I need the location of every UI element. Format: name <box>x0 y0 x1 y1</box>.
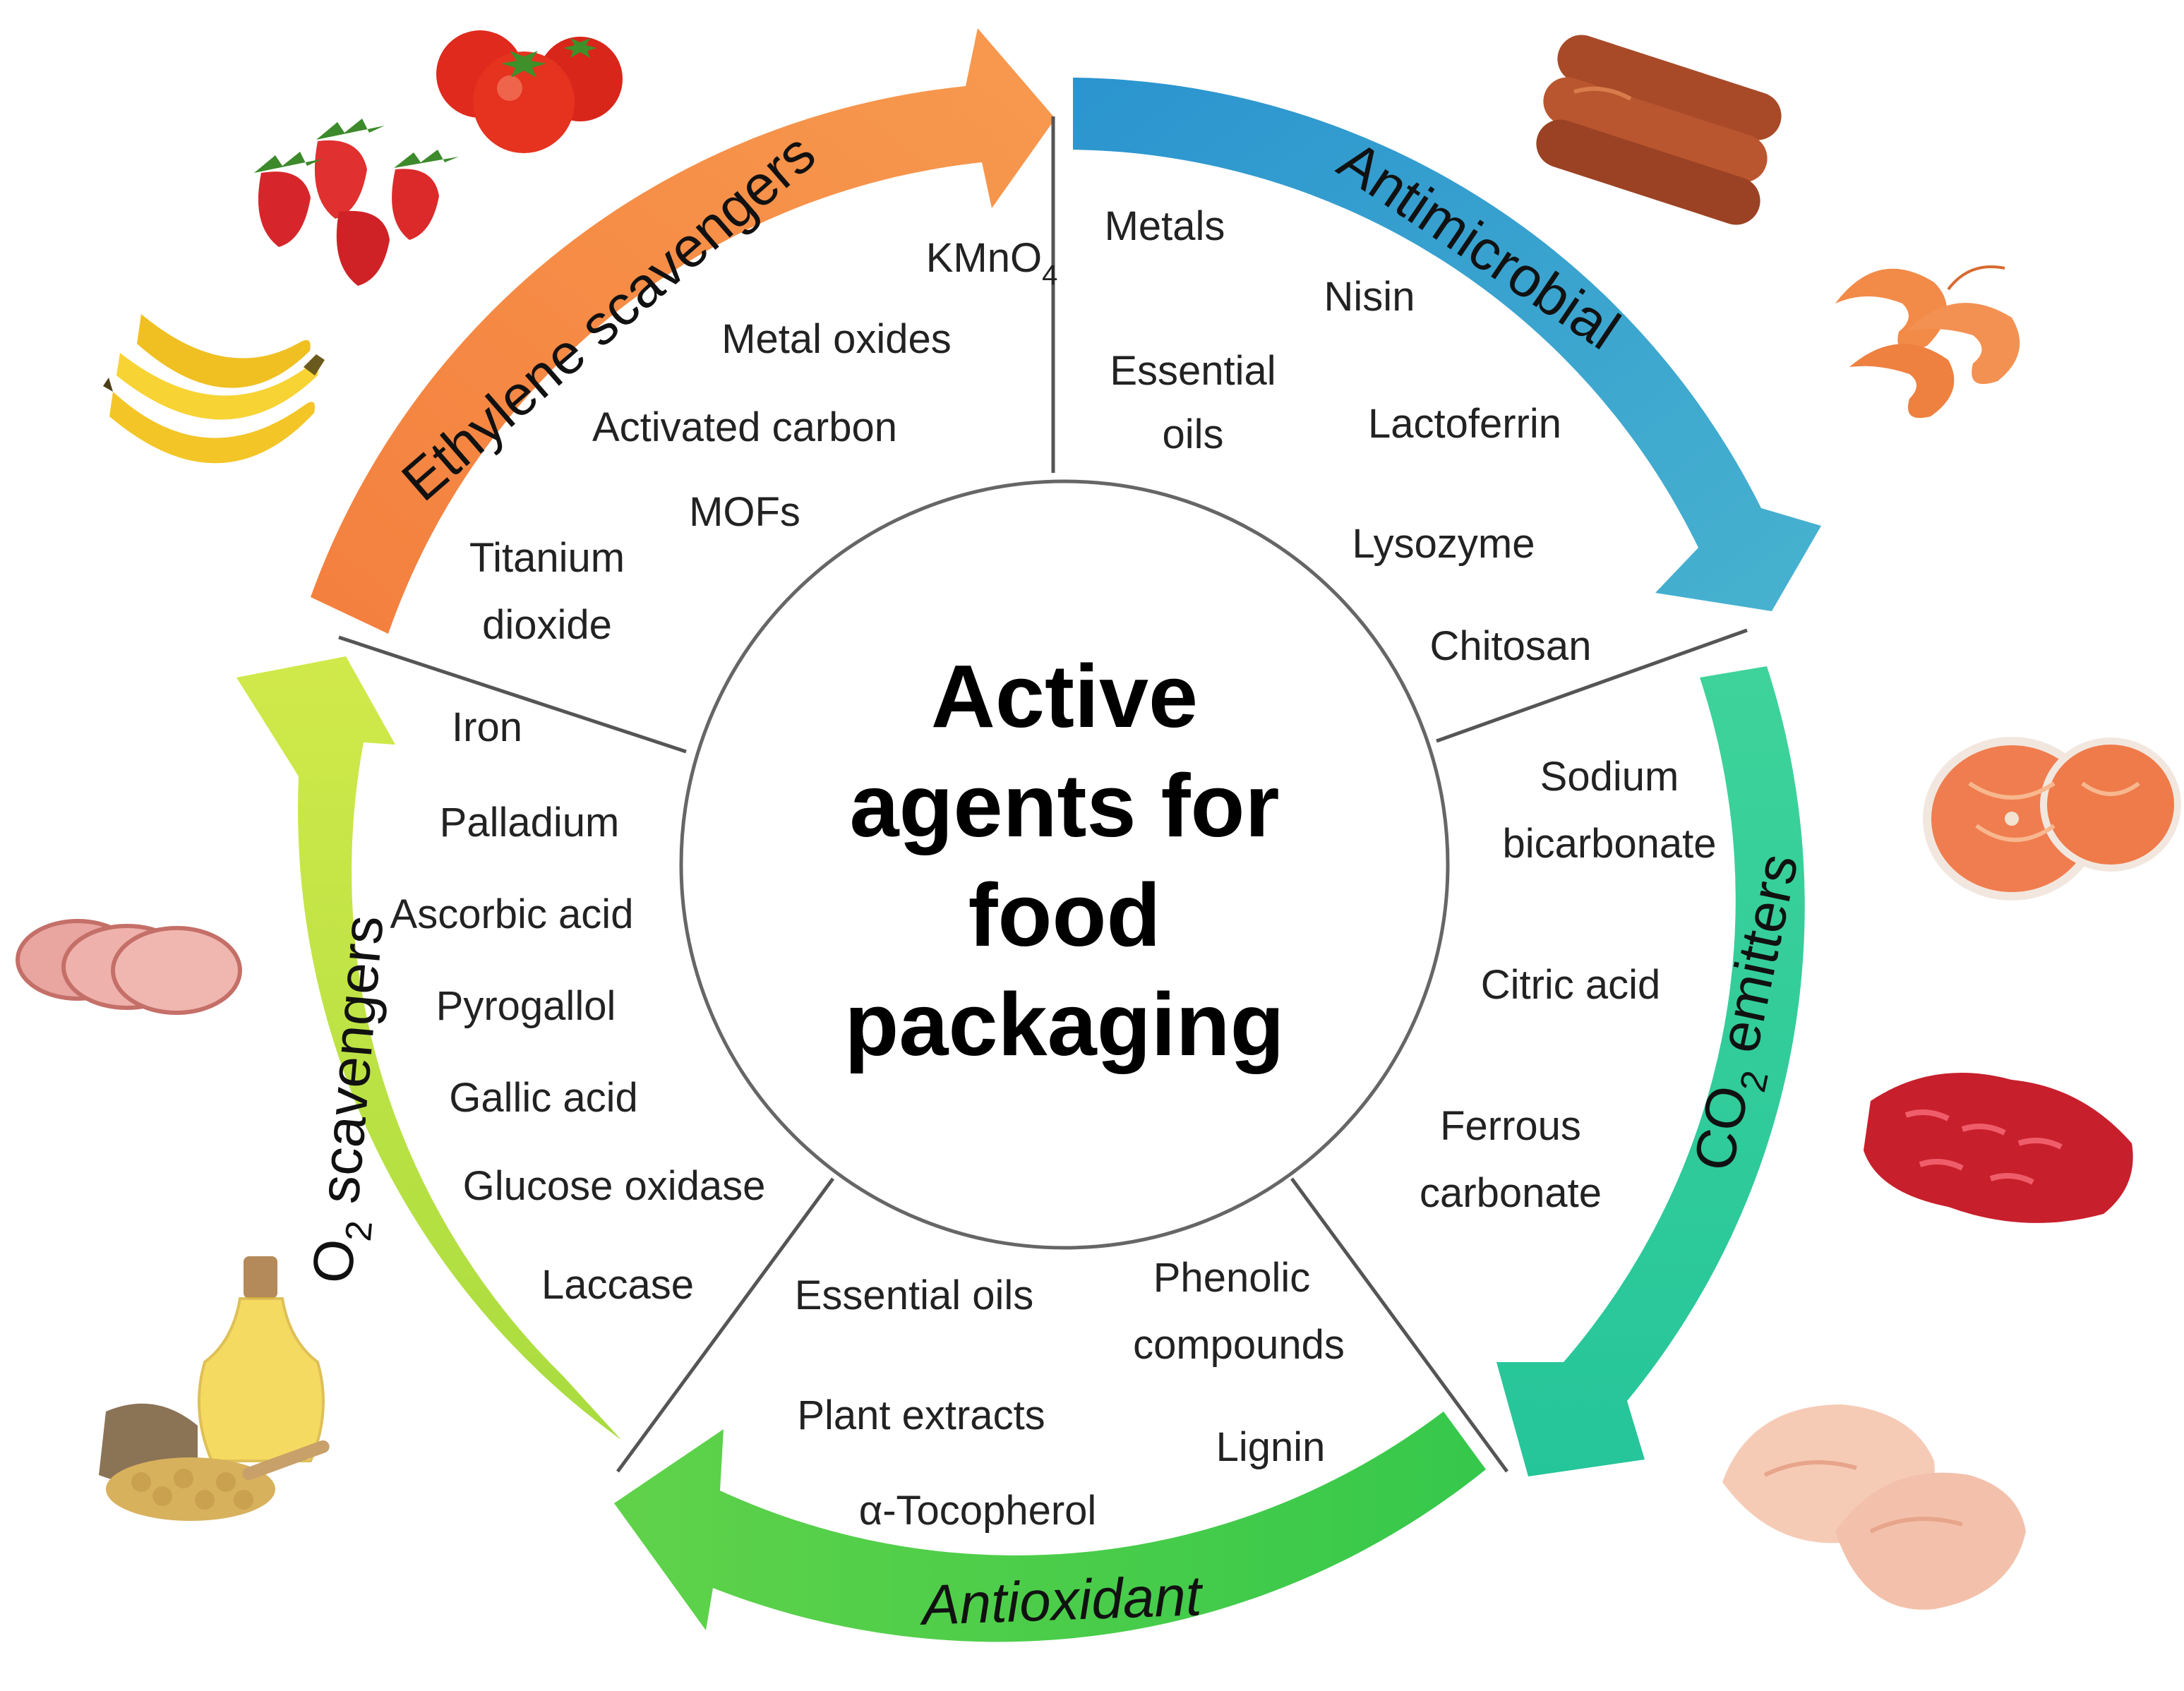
item-plant-extracts: Plant extracts <box>797 1392 1045 1438</box>
divider-lines <box>338 116 1748 1473</box>
item-oils: oils <box>1162 411 1223 457</box>
item-kmno4-main: KMnO <box>926 235 1042 281</box>
item-carbonate: carbonate <box>1420 1170 1602 1216</box>
item-bicarbonate: bicarbonate <box>1502 821 1716 867</box>
ham-icon <box>16 919 242 1015</box>
item-nisin: Nisin <box>1324 274 1415 320</box>
item-kmno4-subscript: 4 <box>1042 260 1057 291</box>
item-titanium: Titanium <box>469 535 625 581</box>
antioxidant-arrow <box>614 1412 1486 1642</box>
co2-emitters-arrow <box>1496 666 1805 1476</box>
item-essential-oils: Essential oils <box>795 1272 1033 1318</box>
chicken-breast-icon <box>1722 1404 2026 1610</box>
o2-scavengers-arrow <box>236 656 621 1440</box>
o2-label-subscript: 2 <box>338 1219 380 1243</box>
salmon-icon <box>1923 737 2181 901</box>
divider-left <box>338 635 687 754</box>
co2-emitters-label: CO2 emitters <box>1681 848 1821 1179</box>
item-lactoferrin: Lactoferrin <box>1368 401 1561 447</box>
shrimp-icon <box>1835 265 2020 419</box>
tomato-icon <box>436 30 623 153</box>
item-phenolic: Phenolic <box>1153 1255 1310 1301</box>
item-iron: Iron <box>452 704 522 750</box>
minced-meat-icon <box>1864 1073 2133 1223</box>
item-dioxide: dioxide <box>482 602 612 648</box>
item-ascorbic-acid: Ascorbic acid <box>390 891 634 937</box>
item-activated-carbon: Activated carbon <box>592 404 897 450</box>
center-title-line-3: food <box>968 865 1161 965</box>
center-circle <box>679 479 1450 1250</box>
ethylene-scavengers-arrow <box>311 28 1055 634</box>
item-compounds: compounds <box>1133 1322 1345 1368</box>
item-gallic-acid: Gallic acid <box>449 1075 638 1121</box>
item-laccase: Laccase <box>541 1262 694 1308</box>
item-mofs: MOFs <box>689 489 800 535</box>
item-palladium: Palladium <box>440 800 620 846</box>
divider-right <box>1436 628 1748 743</box>
item-lignin: Lignin <box>1216 1424 1326 1470</box>
item-kmno4: KMnO4 <box>926 235 1058 291</box>
item-lysozyme: Lysozyme <box>1352 521 1535 567</box>
item-pyrogallol: Pyrogallol <box>436 983 616 1029</box>
o2-label-prefix: O <box>301 1236 367 1286</box>
item-alpha-tocopherol: α-Tocopherol <box>859 1488 1097 1534</box>
antioxidant-label: Antioxidant <box>918 1564 1204 1637</box>
divider-bottom-right <box>1290 1177 1509 1473</box>
item-metal-oxides: Metal oxides <box>721 316 952 362</box>
center-title-line-1: Active <box>931 646 1198 746</box>
item-glucose-oxidase: Glucose oxidase <box>463 1163 766 1209</box>
oil-and-soybean-icon <box>99 1256 330 1521</box>
center-title-line-2: agents for <box>849 756 1279 855</box>
item-metals: Metals <box>1105 203 1225 249</box>
center-title-line-4: packaging <box>844 975 1284 1074</box>
item-chitosan: Chitosan <box>1430 623 1592 669</box>
sausage-icon <box>1536 35 1782 225</box>
divider-bottom-left <box>616 1177 835 1473</box>
item-sodium: Sodium <box>1540 754 1679 800</box>
antimicrobial-arrow <box>1073 78 1821 611</box>
strawberry-icon <box>254 119 459 286</box>
item-ferrous: Ferrous <box>1440 1103 1581 1149</box>
item-citric-acid: Citric acid <box>1481 962 1661 1008</box>
banana-icon <box>103 314 325 464</box>
item-essential: Essential <box>1110 348 1276 394</box>
